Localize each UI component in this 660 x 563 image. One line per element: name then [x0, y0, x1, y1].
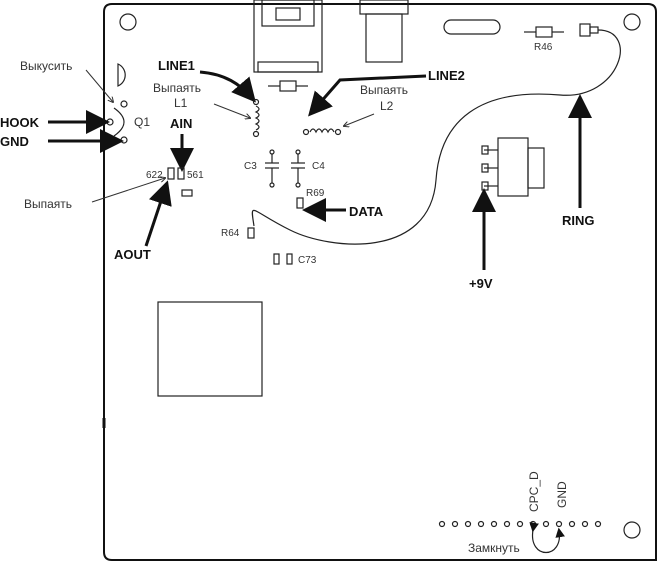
data-label: DATA	[349, 204, 384, 219]
aout-arrow	[144, 180, 172, 247]
mount-hole-br	[623, 521, 641, 539]
chip	[157, 301, 263, 397]
line1-label: LINE1	[158, 58, 195, 73]
line1-arrow	[199, 70, 256, 103]
vypayat-l2-label: Выпаять	[360, 83, 408, 97]
line2-arrow	[308, 74, 427, 117]
c4-label: C4	[312, 161, 325, 172]
r622-label: 622	[146, 170, 163, 181]
mount-hole-tr	[623, 13, 641, 31]
oval-slot	[443, 19, 501, 35]
vypayat-r-label: Выпаять	[24, 197, 72, 211]
r64-pad	[247, 227, 255, 239]
header-pins	[438, 520, 602, 528]
mount-hole-tl	[119, 13, 137, 31]
resistor-top	[268, 80, 308, 92]
small-pad	[181, 189, 193, 197]
9v-label: +9V	[469, 276, 493, 291]
voltage-regulator	[481, 137, 545, 197]
dc-jack	[359, 0, 409, 63]
l1-coil	[252, 98, 260, 138]
l1-pointer	[213, 103, 250, 118]
r561-label: 561	[187, 170, 204, 181]
vykusit-label: Выкусить	[20, 59, 72, 73]
l2-pointer	[344, 113, 375, 126]
line2-label: LINE2	[428, 68, 465, 83]
r64-label: R64	[221, 228, 240, 239]
l1-label: L1	[174, 96, 188, 110]
r69-label: R69	[306, 188, 325, 199]
c3-capacitor	[265, 149, 279, 188]
l2-label: L2	[380, 99, 394, 113]
header-gnd-label: GND	[555, 481, 569, 508]
r46-symbol	[524, 26, 564, 38]
c4-capacitor	[291, 149, 305, 188]
hook-label: HOOK	[0, 115, 40, 130]
vykusit-pointer	[85, 69, 113, 102]
l2-coil	[302, 128, 342, 136]
cut-marker	[117, 63, 126, 87]
c73-pad-a	[273, 253, 280, 265]
gnd-label: GND	[0, 134, 29, 149]
q1-label: Q1	[134, 115, 150, 129]
aout-label: AOUT	[114, 247, 151, 262]
ring-wire	[251, 29, 621, 245]
r46-label: R46	[534, 42, 553, 53]
rj-connector	[253, 0, 323, 73]
ring-label: RING	[562, 213, 595, 228]
jumper-arc	[529, 522, 565, 554]
board-outline	[103, 3, 657, 561]
cpc-d-label: CPC_D	[527, 471, 541, 512]
zamknut-label: Замкнуть	[468, 541, 520, 555]
c73-pad-b	[286, 253, 293, 265]
c3-label: C3	[244, 161, 257, 172]
vypayat-l1-label: Выпаять	[153, 81, 201, 95]
ain-label: AIN	[170, 116, 192, 131]
c73-label: C73	[298, 255, 317, 266]
r622-pad	[167, 167, 175, 180]
r561-pad	[177, 167, 185, 180]
